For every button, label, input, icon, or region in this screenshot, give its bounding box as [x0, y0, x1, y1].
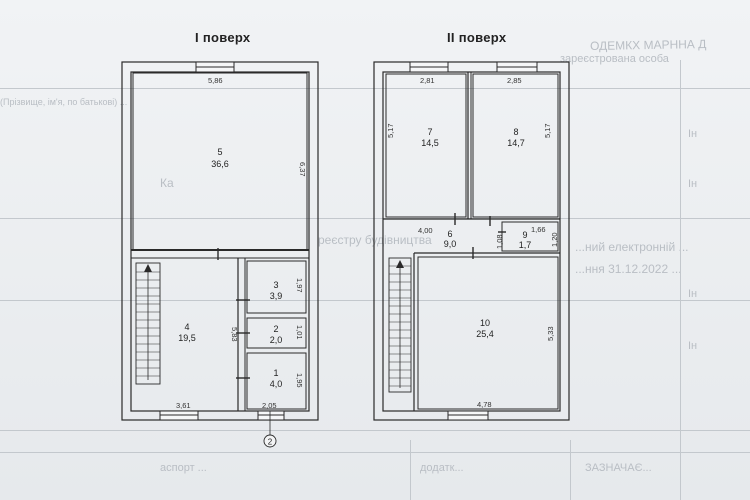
dim-1-20: 1,20: [550, 232, 559, 247]
bg-rule: [0, 300, 750, 301]
bg-rule: [0, 452, 750, 453]
floor-2-plan: [373, 61, 570, 421]
room-6-number: 6: [447, 229, 452, 239]
bg-col-right-2: Ін: [688, 178, 698, 190]
dim-5-83: 5,83: [230, 327, 239, 342]
room-10-number: 10: [480, 318, 490, 328]
bg-vrule: [410, 440, 411, 500]
bg-line-5: ...ння 31.12.2022 ...: [575, 262, 682, 276]
bg-line-1: Ка: [160, 176, 174, 190]
dim-2-05: 2,05: [262, 401, 277, 410]
room-1-number: 1: [273, 368, 278, 378]
bg-bottom-4: ЗАЗНАЧАЄ...: [585, 462, 652, 474]
room-7-area: 14,5: [421, 138, 439, 148]
bg-vrule: [680, 60, 681, 500]
floor-2-title: ІІ поверх: [447, 30, 507, 45]
dim-1-97: 1,97: [295, 278, 304, 293]
room-2-area: 2,0: [270, 335, 283, 345]
bg-header-right2: зареєстрована особа: [560, 53, 669, 65]
bg-bottom-3: додатк...: [420, 462, 464, 474]
dim-1-08: 1,08: [495, 234, 504, 249]
floor-1-outer-wall: [121, 61, 319, 421]
axis-marker-label: 2: [268, 438, 273, 447]
bg-col-right-1: Ін: [688, 128, 698, 140]
room-8-area: 14,7: [507, 138, 525, 148]
dim-1-66: 1,66: [531, 225, 546, 234]
room-9-area: 1,7: [519, 240, 532, 250]
dim-5-17-left: 5,17: [386, 123, 395, 138]
room-3-number: 3: [273, 280, 278, 290]
bg-line-4: ...ний електронній ...: [575, 240, 689, 254]
dim-5-17-right: 5,17: [543, 123, 552, 138]
dim-5-33: 5,33: [546, 326, 555, 341]
bg-line-2: (Прізвище, ім'я, по батькові) ...: [0, 97, 128, 107]
dim-2-81: 2,81: [420, 76, 435, 85]
bg-rule: [0, 430, 750, 431]
floor-1-plan: [121, 61, 319, 436]
dim-6-37: 6,37: [298, 162, 307, 177]
dim-4-00: 4,00: [418, 226, 433, 235]
room-7-number: 7: [427, 127, 432, 137]
dim-3-61: 3,61: [176, 401, 191, 410]
room-4-area: 19,5: [178, 333, 196, 343]
floor-1-title: І поверх: [195, 30, 251, 45]
room-8-number: 8: [513, 127, 518, 137]
bg-bottom-1: аспорт ...: [160, 462, 207, 474]
room-3-area: 3,9: [270, 291, 283, 301]
room-5-number: 5: [217, 147, 222, 157]
dim-1-01: 1,01: [295, 325, 304, 340]
room-4-number: 4: [184, 322, 189, 332]
room-2-number: 2: [273, 324, 278, 334]
bg-rule: [0, 88, 750, 89]
dim-5-86: 5,86: [208, 76, 223, 85]
dim-2-85: 2,85: [507, 76, 522, 85]
bg-line-3: реєстру будівництва: [318, 233, 432, 247]
bg-rule: [0, 218, 750, 219]
room-9-number: 9: [522, 230, 527, 240]
bg-col-right-4: Ін: [688, 340, 698, 352]
bg-vrule: [570, 440, 571, 500]
room-1-area: 4,0: [270, 379, 283, 389]
dim-1-95: 1,95: [295, 373, 304, 388]
room-10-area: 25,4: [476, 329, 494, 339]
axis-marker-circle: [263, 434, 277, 448]
room-6-area: 9,0: [444, 239, 457, 249]
dim-4-78: 4,78: [477, 400, 492, 409]
room-5-area: 36,6: [211, 159, 229, 169]
bg-col-right-3: Ін: [688, 288, 698, 300]
